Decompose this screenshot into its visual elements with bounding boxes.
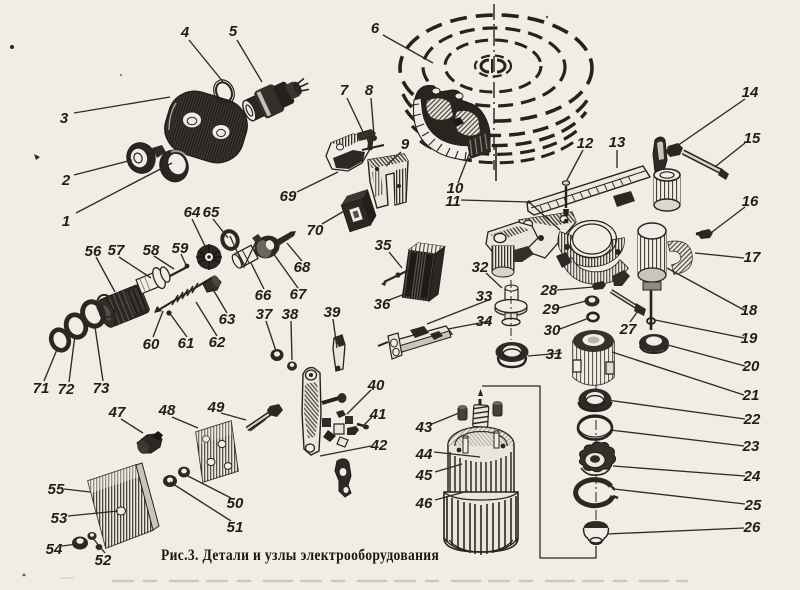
svg-text:34: 34 xyxy=(476,313,493,330)
svg-text:54: 54 xyxy=(46,541,63,558)
svg-text:32: 32 xyxy=(472,259,489,276)
svg-text:28: 28 xyxy=(540,282,558,299)
svg-text:24: 24 xyxy=(743,468,761,485)
svg-text:19: 19 xyxy=(741,330,758,347)
svg-text:2: 2 xyxy=(61,172,71,189)
svg-text:17: 17 xyxy=(744,249,761,266)
svg-text:67: 67 xyxy=(290,286,307,303)
svg-text:66: 66 xyxy=(255,287,272,304)
svg-text:38: 38 xyxy=(282,306,299,323)
svg-text:53: 53 xyxy=(51,510,68,527)
svg-text:15: 15 xyxy=(744,130,761,147)
svg-text:72: 72 xyxy=(58,381,75,398)
svg-text:12: 12 xyxy=(577,135,594,152)
svg-text:57: 57 xyxy=(108,242,125,259)
svg-text:58: 58 xyxy=(143,242,160,259)
svg-text:37: 37 xyxy=(256,306,273,323)
svg-text:49: 49 xyxy=(207,399,225,416)
svg-text:3: 3 xyxy=(60,110,69,127)
svg-text:9: 9 xyxy=(401,136,410,153)
svg-text:56: 56 xyxy=(85,243,102,260)
svg-text:25: 25 xyxy=(744,497,762,514)
svg-text:14: 14 xyxy=(742,84,759,101)
svg-text:50: 50 xyxy=(227,495,244,512)
svg-text:13: 13 xyxy=(609,134,626,151)
svg-text:33: 33 xyxy=(476,288,493,305)
svg-text:21: 21 xyxy=(742,387,760,404)
svg-text:26: 26 xyxy=(743,519,761,536)
svg-text:52: 52 xyxy=(95,552,112,569)
svg-text:46: 46 xyxy=(415,495,433,512)
svg-text:40: 40 xyxy=(367,377,385,394)
svg-text:4: 4 xyxy=(180,24,190,41)
svg-text:44: 44 xyxy=(415,446,433,463)
svg-text:10: 10 xyxy=(447,180,464,197)
svg-text:6: 6 xyxy=(371,20,380,37)
svg-text:45: 45 xyxy=(415,467,433,484)
svg-text:73: 73 xyxy=(93,380,110,397)
svg-text:60: 60 xyxy=(143,336,160,353)
svg-text:39: 39 xyxy=(324,304,341,321)
svg-text:42: 42 xyxy=(370,437,388,454)
svg-text:70: 70 xyxy=(307,222,324,239)
svg-text:43: 43 xyxy=(415,419,433,436)
svg-text:71: 71 xyxy=(33,380,50,397)
svg-text:41: 41 xyxy=(369,406,387,423)
svg-text:62: 62 xyxy=(209,334,226,351)
svg-text:63: 63 xyxy=(219,311,236,328)
svg-text:65: 65 xyxy=(203,204,220,221)
svg-text:23: 23 xyxy=(742,438,760,455)
svg-text:30: 30 xyxy=(544,322,561,339)
svg-text:64: 64 xyxy=(184,204,201,221)
svg-text:Рис.3. Детали и узлы электрооб: Рис.3. Детали и узлы электрооборудования xyxy=(161,547,439,564)
svg-text:47: 47 xyxy=(108,404,126,421)
svg-text:22: 22 xyxy=(743,411,761,428)
svg-text:51: 51 xyxy=(227,519,244,536)
svg-text:59: 59 xyxy=(172,240,189,257)
svg-text:7: 7 xyxy=(340,82,349,99)
svg-text:68: 68 xyxy=(294,259,311,276)
svg-text:69: 69 xyxy=(280,188,297,205)
svg-text:20: 20 xyxy=(742,358,760,375)
svg-text:18: 18 xyxy=(741,302,758,319)
svg-text:11: 11 xyxy=(445,193,461,210)
svg-text:27: 27 xyxy=(619,321,637,338)
svg-text:55: 55 xyxy=(48,481,65,498)
svg-text:29: 29 xyxy=(542,301,560,318)
svg-text:1: 1 xyxy=(62,213,70,230)
svg-text:35: 35 xyxy=(375,237,392,254)
svg-text:61: 61 xyxy=(178,335,195,352)
svg-text:36: 36 xyxy=(374,296,391,313)
svg-text:31: 31 xyxy=(546,346,563,363)
svg-text:5: 5 xyxy=(229,23,238,40)
svg-text:16: 16 xyxy=(742,193,759,210)
svg-text:48: 48 xyxy=(158,402,176,419)
svg-text:8: 8 xyxy=(365,82,374,99)
